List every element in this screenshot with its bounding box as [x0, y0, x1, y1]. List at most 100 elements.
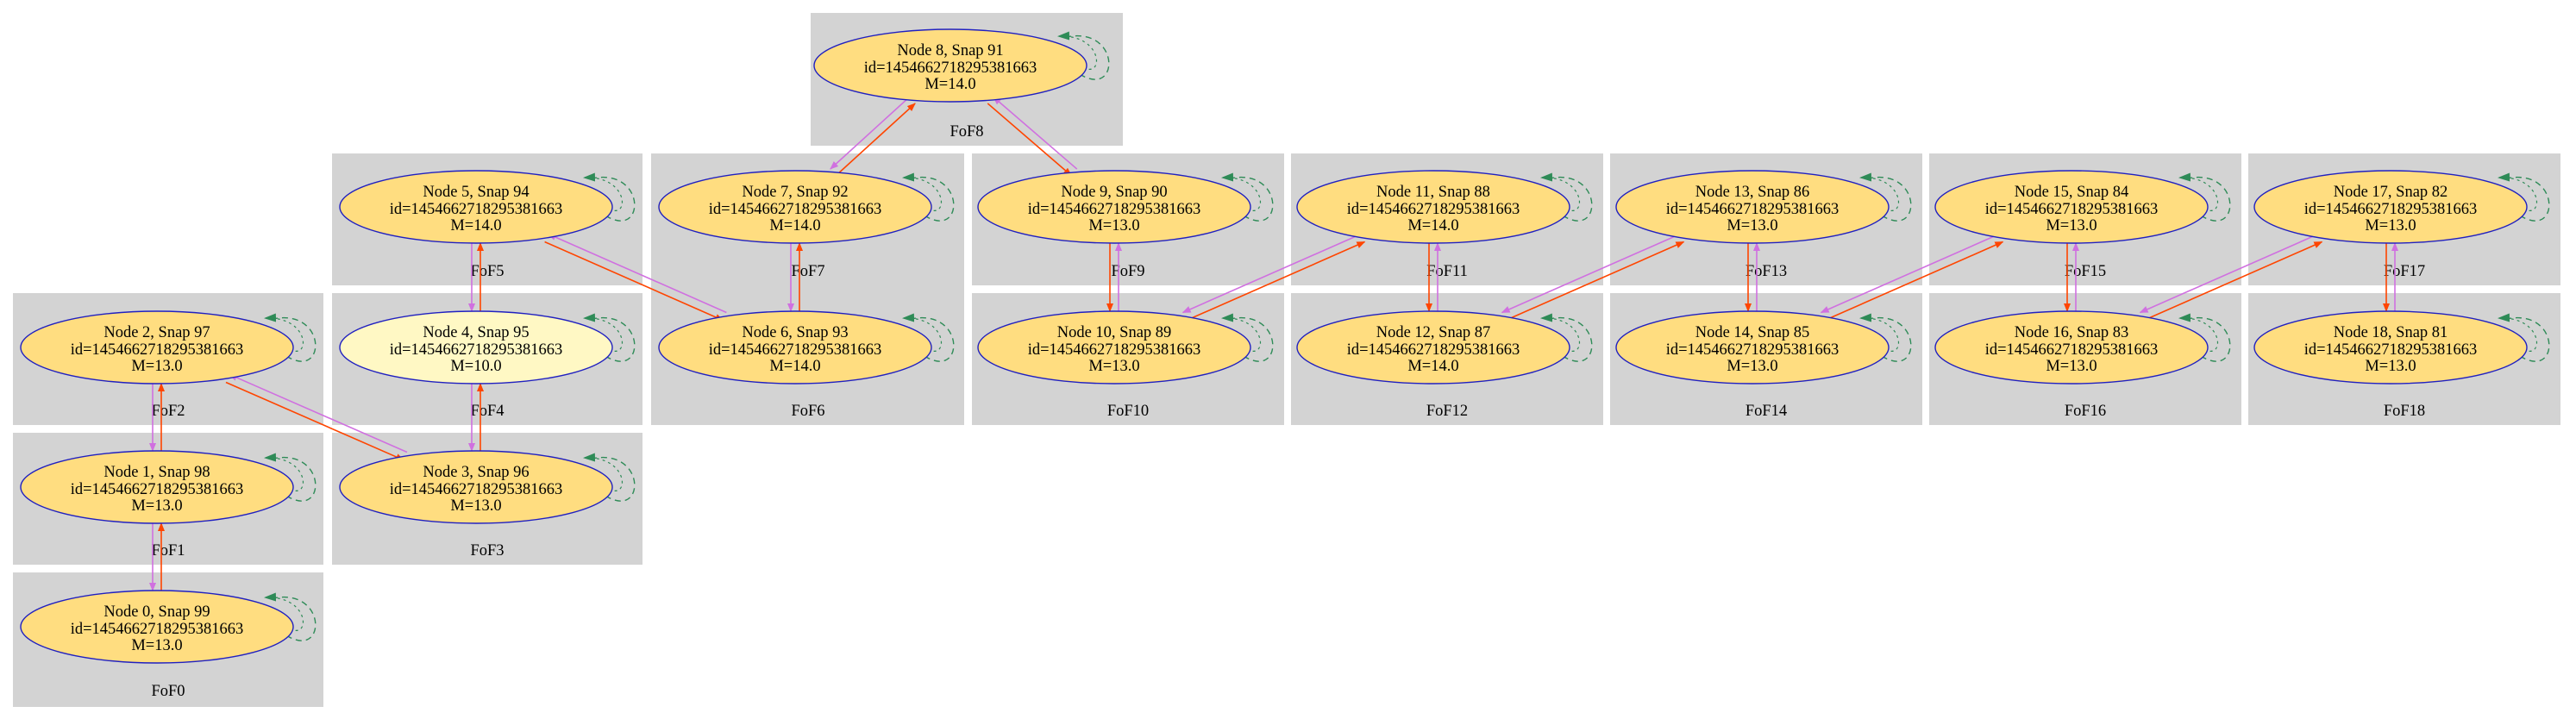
node-idline: id=1454662718295381663: [71, 621, 244, 638]
node-idline: id=1454662718295381663: [1347, 201, 1520, 218]
node-11[interactable]: Node 11, Snap 88id=1454662718295381663M=…: [1296, 170, 1593, 244]
self-loop-arrow: [583, 453, 624, 491]
self-loop-arrow: [1540, 313, 1581, 352]
edge-progenitor-14: [1820, 233, 2000, 314]
node-title: Node 12, Snap 87: [1376, 324, 1491, 341]
node-mass: M=14.0: [1407, 217, 1458, 234]
node-ellipse: [2253, 310, 2528, 385]
self-loop-arrow: [1540, 172, 1581, 211]
node-title: Node 7, Snap 92: [742, 184, 848, 201]
node-mass: M=13.0: [2365, 217, 2416, 234]
node-mass: M=10.0: [450, 358, 501, 375]
node-idline: id=1454662718295381663: [390, 341, 563, 359]
node-10[interactable]: Node 10, Snap 89id=1454662718295381663M=…: [977, 310, 1274, 385]
node-title: Node 6, Snap 93: [742, 324, 848, 341]
node-14[interactable]: Node 14, Snap 85id=1454662718295381663M=…: [1615, 310, 1912, 385]
node-8[interactable]: Node 8, Snap 91id=1454662718295381663M=1…: [813, 28, 1110, 103]
node-2[interactable]: Node 2, Snap 97id=1454662718295381663M=1…: [20, 310, 317, 385]
node-6[interactable]: Node 6, Snap 93id=1454662718295381663M=1…: [658, 310, 955, 385]
self-loop-dashed: [1864, 317, 1912, 362]
node-ellipse: [339, 170, 613, 244]
node-title: Node 10, Snap 89: [1057, 324, 1172, 341]
self-loop-dashed: [2502, 177, 2550, 222]
node-mass: M=13.0: [450, 497, 501, 515]
node-15[interactable]: Node 15, Snap 84id=1454662718295381663M=…: [1934, 170, 2231, 244]
cluster-label: FoF14: [1746, 403, 1787, 420]
cluster-label: FoF11: [1426, 263, 1468, 280]
node-title: Node 16, Snap 83: [2015, 324, 2129, 341]
cluster-label: FoF12: [1426, 403, 1468, 420]
node-ellipse: [658, 170, 932, 244]
self-loop-dashed: [1225, 177, 1274, 222]
node-ellipse: [1296, 170, 1570, 244]
edge-progenitor-12: [1501, 233, 1681, 314]
cluster-label: FoF0: [151, 683, 185, 700]
edge-progenitor-16: [2139, 233, 2319, 314]
edge-progenitor-8: [993, 96, 1078, 170]
self-loop-arrow: [1057, 31, 1098, 70]
edge-descendant-5: [544, 241, 724, 322]
node-13[interactable]: Node 13, Snap 86id=1454662718295381663M=…: [1615, 170, 1912, 244]
self-loop-dashed: [587, 177, 636, 222]
node-mass: M=14.0: [769, 358, 820, 375]
node-5[interactable]: Node 5, Snap 94id=1454662718295381663M=1…: [339, 170, 636, 244]
node-16[interactable]: Node 16, Snap 83id=1454662718295381663M=…: [1934, 310, 2231, 385]
self-loop-arrow: [902, 172, 943, 211]
cluster-label: FoF18: [2384, 403, 2425, 420]
node-idline: id=1454662718295381663: [709, 341, 882, 359]
edge-descendant-12: [1505, 241, 1685, 322]
cluster-label: FoF5: [470, 263, 504, 280]
edge-progenitor-5: [547, 233, 727, 314]
node-ellipse: [339, 310, 613, 385]
node-mass: M=14.0: [1407, 358, 1458, 375]
cluster-label: FoF15: [2065, 263, 2106, 280]
edge-descendant-2: [225, 381, 404, 461]
node-idline: id=1454662718295381663: [71, 341, 244, 359]
cluster-label: FoF1: [151, 542, 185, 560]
node-3[interactable]: Node 3, Snap 96id=1454662718295381663M=1…: [339, 450, 636, 524]
node-ellipse: [339, 450, 613, 524]
node-title: Node 9, Snap 90: [1061, 184, 1167, 201]
node-mass: M=14.0: [450, 217, 501, 234]
self-loop-dashed: [1062, 35, 1110, 80]
self-loop-arrow: [1859, 313, 1900, 352]
self-loop-dashed: [268, 597, 317, 641]
node-ellipse: [2253, 170, 2528, 244]
self-loop-dashed: [2502, 317, 2550, 362]
node-9[interactable]: Node 9, Snap 90id=1454662718295381663M=1…: [977, 170, 1274, 244]
edge-progenitor-2: [229, 373, 408, 453]
node-18[interactable]: Node 18, Snap 81id=1454662718295381663M=…: [2253, 310, 2550, 385]
node-0[interactable]: Node 0, Snap 99id=1454662718295381663M=1…: [20, 590, 317, 664]
node-idline: id=1454662718295381663: [1666, 201, 1840, 218]
node-ellipse: [1934, 170, 2209, 244]
node-ellipse: [977, 310, 1251, 385]
node-title: Node 3, Snap 96: [423, 464, 529, 481]
node-4[interactable]: Node 4, Snap 95id=1454662718295381663M=1…: [339, 310, 636, 385]
node-idline: id=1454662718295381663: [2304, 201, 2478, 218]
node-idline: id=1454662718295381663: [1985, 341, 2159, 359]
node-mass: M=14.0: [924, 76, 975, 93]
node-idline: id=1454662718295381663: [1028, 201, 1201, 218]
node-17[interactable]: Node 17, Snap 82id=1454662718295381663M=…: [2253, 170, 2550, 244]
self-loop-arrow: [2498, 172, 2538, 211]
self-loop-arrow: [264, 592, 304, 631]
node-title: Node 0, Snap 99: [103, 603, 210, 621]
node-mass: M=13.0: [1088, 217, 1139, 234]
self-loop-arrow: [1221, 172, 1262, 211]
cluster-label: FoF6: [791, 403, 824, 420]
self-loop-dashed: [1864, 177, 1912, 222]
self-loop-arrow: [902, 313, 943, 352]
self-loop-arrow: [2178, 313, 2219, 352]
node-mass: M=13.0: [2365, 358, 2416, 375]
node-mass: M=13.0: [2046, 217, 2097, 234]
node-title: Node 15, Snap 84: [2015, 184, 2129, 201]
cluster-label: FoF9: [1111, 263, 1144, 280]
node-1[interactable]: Node 1, Snap 98id=1454662718295381663M=1…: [20, 450, 317, 524]
node-idline: id=1454662718295381663: [1985, 201, 2159, 218]
cluster-label: FoF17: [2384, 263, 2425, 280]
node-7[interactable]: Node 7, Snap 92id=1454662718295381663M=1…: [658, 170, 955, 244]
node-ellipse: [813, 28, 1087, 103]
node-idline: id=1454662718295381663: [2304, 341, 2478, 359]
node-12[interactable]: Node 12, Snap 87id=1454662718295381663M=…: [1296, 310, 1593, 385]
edges-layer: [149, 96, 2398, 591]
